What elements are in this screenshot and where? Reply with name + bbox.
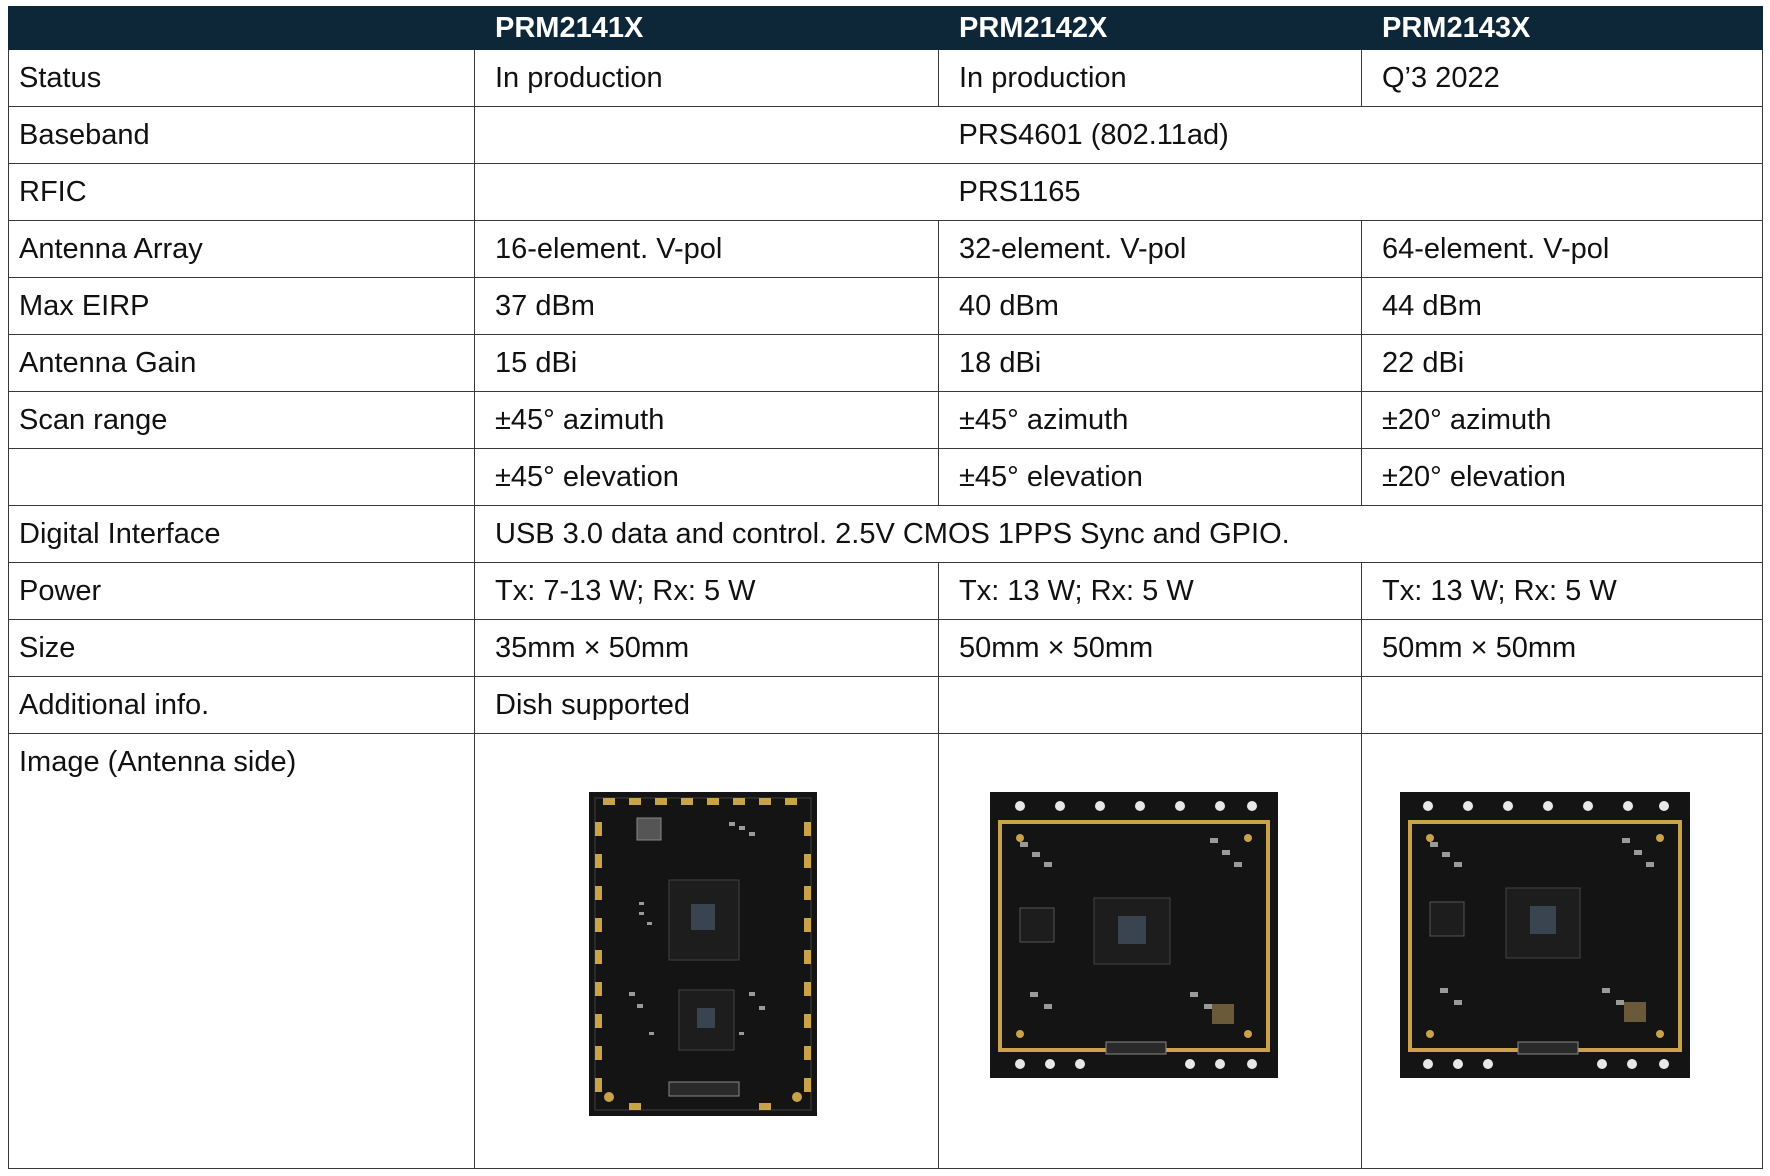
- label-digital-interface: Digital Interface: [8, 505, 475, 563]
- antenna-gain-prm2141x: 15 dBi: [474, 334, 939, 392]
- pcb-board-32-element: [990, 792, 1278, 1078]
- label-image: Image (Antenna side): [8, 733, 475, 1169]
- label-scan-range: Scan range: [8, 391, 475, 449]
- power-prm2141x: Tx: 7-13 W; Rx: 5 W: [474, 562, 939, 620]
- power-prm2143x: Tx: 13 W; Rx: 5 W: [1361, 562, 1763, 620]
- label-scan-range-empty: [8, 448, 475, 506]
- row-max-eirp: Max EIRP 37 dBm 40 dBm 44 dBm: [8, 277, 1763, 335]
- label-baseband: Baseband: [8, 106, 475, 164]
- scan-azimuth-prm2143x: ±20° azimuth: [1361, 391, 1763, 449]
- row-baseband: Baseband PRS4601 (802.11ad): [8, 106, 1763, 164]
- image-cell-prm2141x: [474, 733, 939, 1169]
- additional-info-prm2141x: Dish supported: [474, 676, 939, 734]
- digital-interface-value: USB 3.0 data and control. 2.5V CMOS 1PPS…: [474, 505, 1763, 563]
- status-prm2141x: In production: [474, 49, 939, 107]
- size-prm2143x: 50mm × 50mm: [1361, 619, 1763, 677]
- pcb-board-16-element: [589, 792, 817, 1116]
- row-scan-range-elevation: ±45° elevation ±45° elevation ±20° eleva…: [8, 448, 1763, 506]
- size-prm2142x: 50mm × 50mm: [938, 619, 1362, 677]
- row-image: Image (Antenna side): [8, 733, 1763, 1169]
- row-additional-info: Additional info. Dish supported: [8, 676, 1763, 734]
- scan-elevation-prm2142x: ±45° elevation: [938, 448, 1362, 506]
- spec-table: PRM2141X PRM2142X PRM2143X Status In pro…: [8, 6, 1763, 1169]
- row-antenna-array: Antenna Array 16-element. V-pol 32-eleme…: [8, 220, 1763, 278]
- header-prm2142x: PRM2142X: [938, 6, 1362, 50]
- label-status: Status: [8, 49, 475, 107]
- row-rfic: RFIC PRS1165: [8, 163, 1763, 221]
- header-row: PRM2141X PRM2142X PRM2143X: [8, 6, 1763, 50]
- header-prm2143x: PRM2143X: [1361, 6, 1763, 50]
- max-eirp-prm2141x: 37 dBm: [474, 277, 939, 335]
- label-antenna-gain: Antenna Gain: [8, 334, 475, 392]
- scan-elevation-prm2141x: ±45° elevation: [474, 448, 939, 506]
- row-size: Size 35mm × 50mm 50mm × 50mm 50mm × 50mm: [8, 619, 1763, 677]
- pcb-image-prm2143x: [1400, 792, 1690, 1078]
- label-rfic: RFIC: [8, 163, 475, 221]
- scan-azimuth-prm2142x: ±45° azimuth: [938, 391, 1362, 449]
- max-eirp-prm2143x: 44 dBm: [1361, 277, 1763, 335]
- row-digital-interface: Digital Interface USB 3.0 data and contr…: [8, 505, 1763, 563]
- antenna-array-prm2143x: 64-element. V-pol: [1361, 220, 1763, 278]
- antenna-array-prm2141x: 16-element. V-pol: [474, 220, 939, 278]
- additional-info-prm2143x: [1361, 676, 1763, 734]
- power-prm2142x: Tx: 13 W; Rx: 5 W: [938, 562, 1362, 620]
- additional-info-prm2142x: [938, 676, 1362, 734]
- row-scan-range: Scan range ±45° azimuth ±45° azimuth ±20…: [8, 391, 1763, 449]
- rfic-empty-cell: [474, 163, 939, 221]
- label-additional-info: Additional info.: [8, 676, 475, 734]
- antenna-gain-prm2142x: 18 dBi: [938, 334, 1362, 392]
- size-prm2141x: 35mm × 50mm: [474, 619, 939, 677]
- header-empty: [8, 6, 475, 50]
- label-max-eirp: Max EIRP: [8, 277, 475, 335]
- max-eirp-prm2142x: 40 dBm: [938, 277, 1362, 335]
- antenna-array-prm2142x: 32-element. V-pol: [938, 220, 1362, 278]
- image-cell-prm2143x: [1361, 733, 1763, 1169]
- scan-elevation-prm2143x: ±20° elevation: [1361, 448, 1763, 506]
- label-antenna-array: Antenna Array: [8, 220, 475, 278]
- row-antenna-gain: Antenna Gain 15 dBi 18 dBi 22 dBi: [8, 334, 1763, 392]
- scan-azimuth-prm2141x: ±45° azimuth: [474, 391, 939, 449]
- pcb-image-prm2142x: [990, 792, 1278, 1078]
- status-prm2142x: In production: [938, 49, 1362, 107]
- header-prm2141x: PRM2141X: [474, 6, 939, 50]
- label-power: Power: [8, 562, 475, 620]
- row-power: Power Tx: 7-13 W; Rx: 5 W Tx: 13 W; Rx: …: [8, 562, 1763, 620]
- image-cell-prm2142x: [938, 733, 1362, 1169]
- pcb-board-64-element: [1400, 792, 1690, 1078]
- label-size: Size: [8, 619, 475, 677]
- status-prm2143x: Q’3 2022: [1361, 49, 1763, 107]
- pcb-image-prm2141x: [589, 792, 817, 1116]
- antenna-gain-prm2143x: 22 dBi: [1361, 334, 1763, 392]
- baseband-empty-cell: [474, 106, 939, 164]
- row-status: Status In production In production Q’3 2…: [8, 49, 1763, 107]
- baseband-value: PRS4601 (802.11ad): [938, 106, 1763, 164]
- rfic-value: PRS1165: [938, 163, 1763, 221]
